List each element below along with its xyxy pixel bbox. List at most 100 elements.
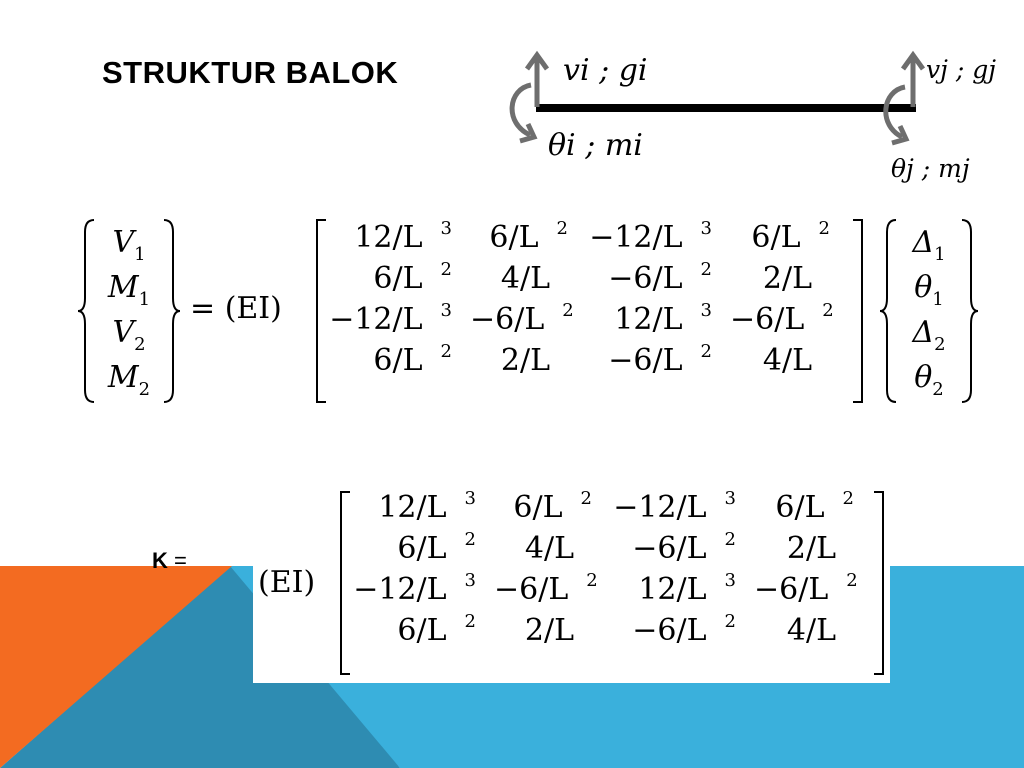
- matrix-cell: 4/L: [494, 528, 612, 569]
- k-ei-factor: (EI): [258, 565, 316, 600]
- matrix-cell-exponent: 2: [562, 300, 574, 321]
- matrix-cell-exponent: 2: [724, 529, 736, 550]
- matrix-cell: 2/L: [730, 258, 842, 299]
- lhs-subscript: 1: [134, 244, 146, 265]
- matrix-cell-term: 2/L: [762, 261, 812, 296]
- ei-factor: (EI): [224, 291, 282, 326]
- lhs-symbol: M: [107, 360, 139, 395]
- lhs-symbol: V: [112, 315, 135, 350]
- matrix-cell-term: 6/L: [489, 220, 539, 255]
- matrix-cell: 2/L: [494, 610, 612, 651]
- k-matrix-box: [253, 487, 890, 683]
- matrix-cell-term: 4/L: [762, 343, 812, 378]
- equation-factor: = (EI): [190, 291, 282, 326]
- matrix-cell-term: −6/L: [754, 572, 829, 607]
- matrix-cell-term: 2/L: [500, 343, 550, 378]
- matrix-cell-term: −6/L: [632, 613, 707, 648]
- rhs-subscript: 1: [932, 289, 944, 310]
- matrix-cell-term: −6/L: [470, 302, 545, 337]
- matrix-cell-exponent: 2: [818, 218, 830, 239]
- matrix-cell-term: −12/L: [329, 302, 423, 337]
- left-arrowhead: [524, 50, 550, 71]
- matrix-cell-exponent: 2: [580, 488, 592, 509]
- k-matrix-close-bracket: [874, 491, 884, 675]
- matrix-cell-exponent: 3: [464, 570, 476, 591]
- matrix-close-bracket: [853, 219, 863, 403]
- matrix-cell: 2/L: [470, 340, 588, 381]
- matrix-cell-exponent: 2: [464, 529, 476, 550]
- right-arrowhead: [900, 50, 926, 71]
- k-symbol: K: [152, 548, 168, 573]
- orange-triangle: [0, 566, 232, 768]
- k-matrix-open-bracket: [340, 491, 350, 675]
- k-equals: =: [174, 548, 187, 573]
- matrix-cell-exponent: 2: [822, 300, 834, 321]
- matrix-cell-exponent: 2: [586, 570, 598, 591]
- rhs-entry: Δ2: [912, 312, 946, 355]
- lhs-subscript: 2: [134, 334, 146, 355]
- matrix-cell-exponent: 3: [724, 488, 736, 509]
- matrix-cell-term: 12/L: [614, 302, 683, 337]
- matrix-cell-term: −12/L: [589, 220, 683, 255]
- matrix-cell-exponent: 2: [556, 218, 568, 239]
- lhs-subscript: 1: [138, 289, 151, 310]
- rhs-entry: θ2: [914, 357, 944, 399]
- lhs-symbol: M: [107, 270, 139, 305]
- right-moment-label: θj ; mj: [891, 154, 970, 183]
- matrix-cell-exponent: 3: [464, 488, 476, 509]
- matrix-open-bracket: [316, 219, 326, 403]
- matrix-cell-exponent: 3: [724, 570, 736, 591]
- matrix-cell-term: 2/L: [786, 531, 836, 566]
- rhs-subscript: 1: [934, 244, 946, 265]
- matrix-cell: −6/L 2: [754, 569, 866, 610]
- matrix-cell-term: −6/L: [632, 531, 707, 566]
- matrix-cell-exponent: 2: [846, 570, 858, 591]
- matrix-cell: −12/L 3: [328, 299, 470, 340]
- rhs-symbol: θ: [914, 360, 933, 395]
- matrix-cell: −6/L 2: [470, 299, 588, 340]
- beam-diagram: [509, 50, 926, 146]
- matrix-cell: −12/L 3: [612, 487, 754, 528]
- lhs-open-brace: [77, 219, 95, 403]
- matrix-cell-term: 6/L: [373, 343, 423, 378]
- slide-title: STRUKTUR BALOK: [102, 55, 399, 90]
- matrix-cell-term: −6/L: [730, 302, 805, 337]
- matrix-cell-term: 6/L: [373, 261, 423, 296]
- left-force-label: vi ; gi: [563, 53, 648, 88]
- matrix-cell: 4/L: [730, 340, 842, 381]
- right-moment-arrowhead: [891, 124, 910, 146]
- lhs-entry: V1: [112, 222, 146, 265]
- lhs-entry: M1: [107, 267, 151, 310]
- rhs-symbol: Δ: [912, 315, 935, 350]
- dark-blue-triangle: [0, 566, 400, 768]
- lhs-close-brace: [163, 219, 181, 403]
- rhs-subscript: 2: [934, 334, 946, 355]
- rhs-symbol: θ: [914, 270, 933, 305]
- rhs-entry: Δ1: [912, 222, 946, 265]
- matrix-cell: −12/L 3: [352, 569, 494, 610]
- matrix-cell-exponent: 3: [440, 300, 452, 321]
- matrix-cell-term: −12/L: [353, 572, 447, 607]
- matrix-cell: −6/L 2: [612, 528, 754, 569]
- matrix-cell: 6/L 2: [470, 217, 588, 258]
- k-label: K =: [152, 548, 187, 574]
- matrix-cell-exponent: 2: [700, 341, 712, 362]
- matrix-cell-term: 6/L: [775, 490, 825, 525]
- equals-sign: =: [190, 291, 216, 326]
- matrix-cell-exponent: 2: [724, 611, 736, 632]
- matrix-cell-term: −12/L: [613, 490, 707, 525]
